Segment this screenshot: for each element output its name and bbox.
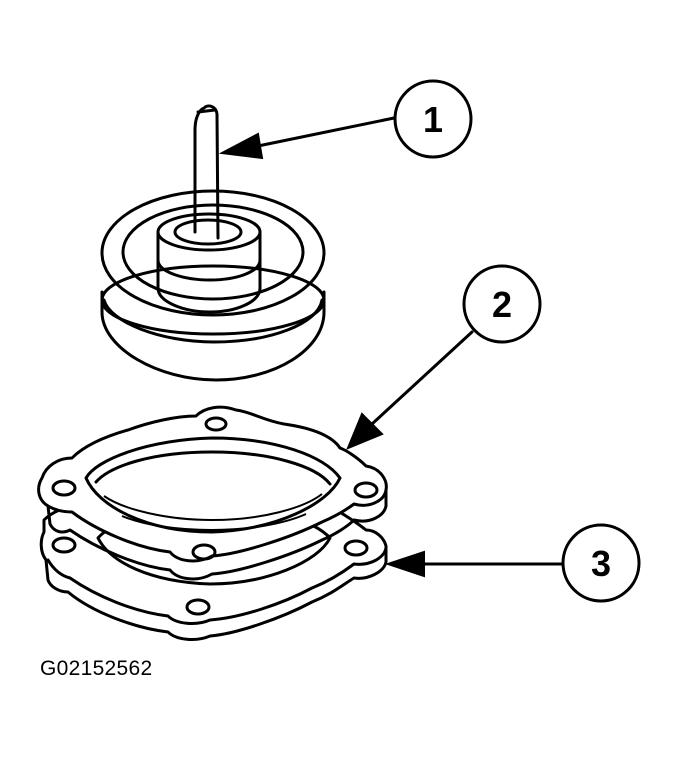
lower-gasket-hole-front [185, 598, 211, 616]
callout-label-2: 2 [492, 284, 512, 325]
upper-gasket-outline [37, 405, 388, 563]
arrowhead-2 [346, 412, 384, 450]
upper-gasket-hole-right [353, 481, 379, 499]
piston-boss [156, 230, 262, 314]
lower-gasket-hole-right [343, 539, 369, 557]
callout-label-1: 1 [423, 99, 443, 140]
upper-gasket [37, 405, 388, 581]
upper-gasket-hole-left [51, 479, 77, 497]
callout-3: 3 [561, 523, 641, 603]
upper-gasket-inner-shadow [103, 493, 323, 522]
callout-circle-3 [561, 523, 641, 603]
figure-id: G02152562 [40, 657, 153, 680]
lower-gasket-visible-rim [121, 513, 307, 532]
lower-gasket-edge [46, 546, 388, 625]
callout-label-3: 3 [591, 543, 611, 584]
piston-boss-top [156, 212, 262, 252]
piston-groove-edge [100, 264, 326, 336]
piston-assembly [100, 104, 326, 382]
arrowhead-1 [218, 132, 264, 160]
callout-circle-1 [393, 79, 473, 159]
lower-gasket-hole-left [51, 536, 77, 554]
upper-gasket-opening-rim [94, 450, 332, 486]
piston-stem-collar [173, 218, 243, 246]
piston-stem-tip [196, 108, 217, 114]
piston-top-disc [100, 189, 326, 317]
callout-circle-2 [462, 264, 542, 344]
piston-base-rim [100, 290, 326, 382]
piston-stem [193, 104, 220, 240]
piston-boss-step [156, 258, 262, 282]
arrowhead-3 [384, 550, 425, 578]
piston-groove [102, 298, 324, 344]
callout-2: 2 [462, 264, 542, 344]
upper-gasket-hole-back [204, 416, 228, 432]
leader-line-1 [256, 116, 396, 148]
upper-gasket-hole-front [191, 543, 217, 561]
leader-line-2 [370, 330, 474, 426]
piston-inner-ring [121, 203, 305, 301]
leader-arrows [218, 116, 564, 578]
callout-1: 1 [393, 79, 473, 159]
upper-gasket-edge [46, 488, 388, 581]
